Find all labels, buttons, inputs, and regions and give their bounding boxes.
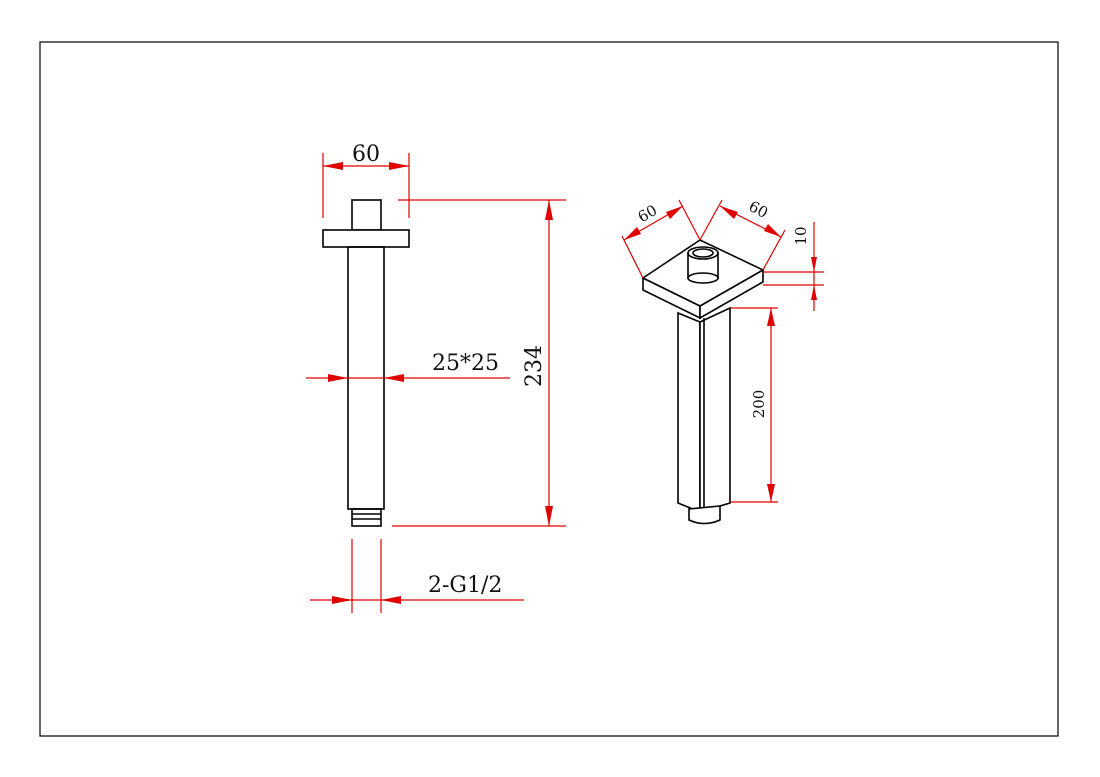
dimension-total-height: 234 — [392, 199, 566, 527]
dimension-flange-width: 60 — [322, 142, 410, 218]
iso-flange-side-b-label: 60 — [746, 197, 771, 222]
drawing-frame — [39, 41, 1059, 737]
front-view-part-outline — [322, 199, 410, 527]
dimension-thread: 2-G1/2 — [310, 539, 524, 613]
dimension-iso-tube-length: 200 — [731, 307, 778, 503]
dimension-iso-flange-thickness: 10 — [763, 222, 824, 311]
flange-width-label: 60 — [352, 142, 380, 167]
dimension-tube-section: 25*25 — [306, 351, 510, 382]
iso-view-part-outline — [641, 239, 765, 525]
iso-flange-thickness-label: 10 — [792, 226, 810, 245]
isometric-view: 60 60 10 200 — [621, 197, 824, 525]
iso-tube-length-label: 200 — [750, 390, 768, 419]
total-height-label: 234 — [522, 345, 547, 387]
tube-section-label: 25*25 — [432, 351, 499, 376]
thread-label: 2-G1/2 — [428, 573, 502, 598]
iso-flange-side-a-label: 60 — [635, 201, 661, 226]
front-view: 60 234 25*25 2-G1/2 — [306, 142, 566, 613]
